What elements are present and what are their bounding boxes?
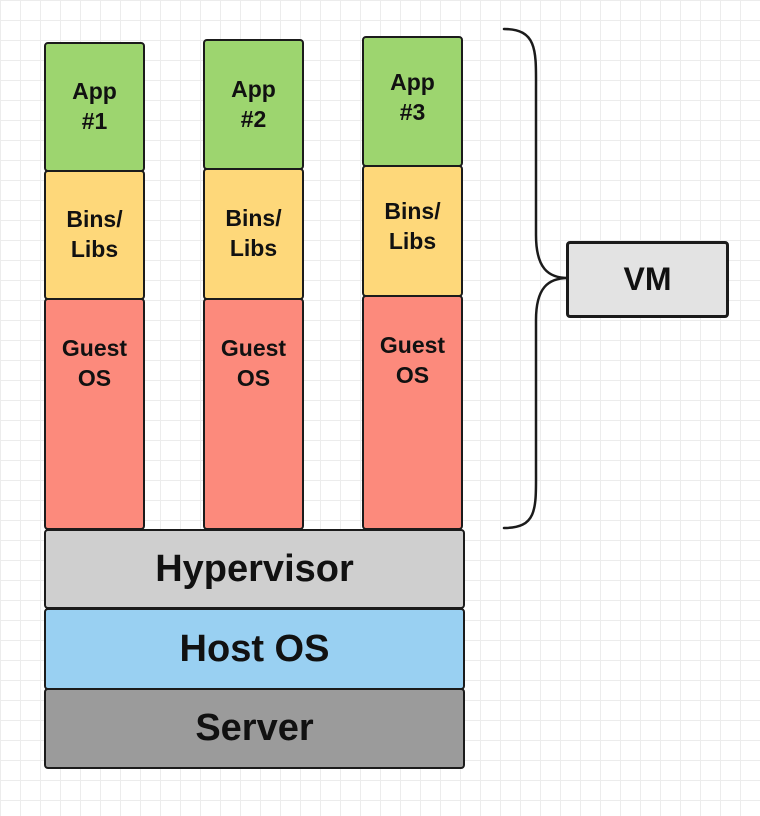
vm-label: VM (623, 261, 672, 297)
bins-libs-3-label: Bins/ Libs (384, 198, 441, 254)
bins-libs-2-label: Bins/ Libs (225, 205, 282, 261)
hypervisor-layer: Hypervisor (44, 529, 465, 609)
hypervisor-label: Hypervisor (155, 547, 354, 590)
guest-os-3-label: Guest OS (379, 332, 446, 388)
bins-libs-1-label: Bins/ Libs (66, 206, 123, 262)
guest-os-3-block: Guest OS (362, 295, 463, 530)
app-2-block: App #2 (203, 39, 304, 170)
app-1-block: App #1 (44, 42, 145, 172)
bins-libs-2-block: Bins/ Libs (203, 168, 304, 300)
app-1-label: App #1 (72, 78, 117, 134)
guest-os-2-label: Guest OS (220, 335, 287, 391)
server-layer: Server (44, 688, 465, 769)
guest-os-2-block: Guest OS (203, 298, 304, 530)
host-os-label: Host OS (179, 627, 330, 670)
bins-libs-1-block: Bins/ Libs (44, 170, 145, 300)
server-label: Server (195, 707, 314, 749)
app-2-label: App #2 (231, 75, 276, 132)
app-3-label: App #3 (390, 68, 435, 125)
vm-label-box: VM (566, 241, 729, 318)
guest-os-1-label: Guest OS (61, 335, 128, 391)
bins-libs-3-block: Bins/ Libs (362, 165, 463, 297)
app-3-block: App #3 (362, 36, 463, 167)
